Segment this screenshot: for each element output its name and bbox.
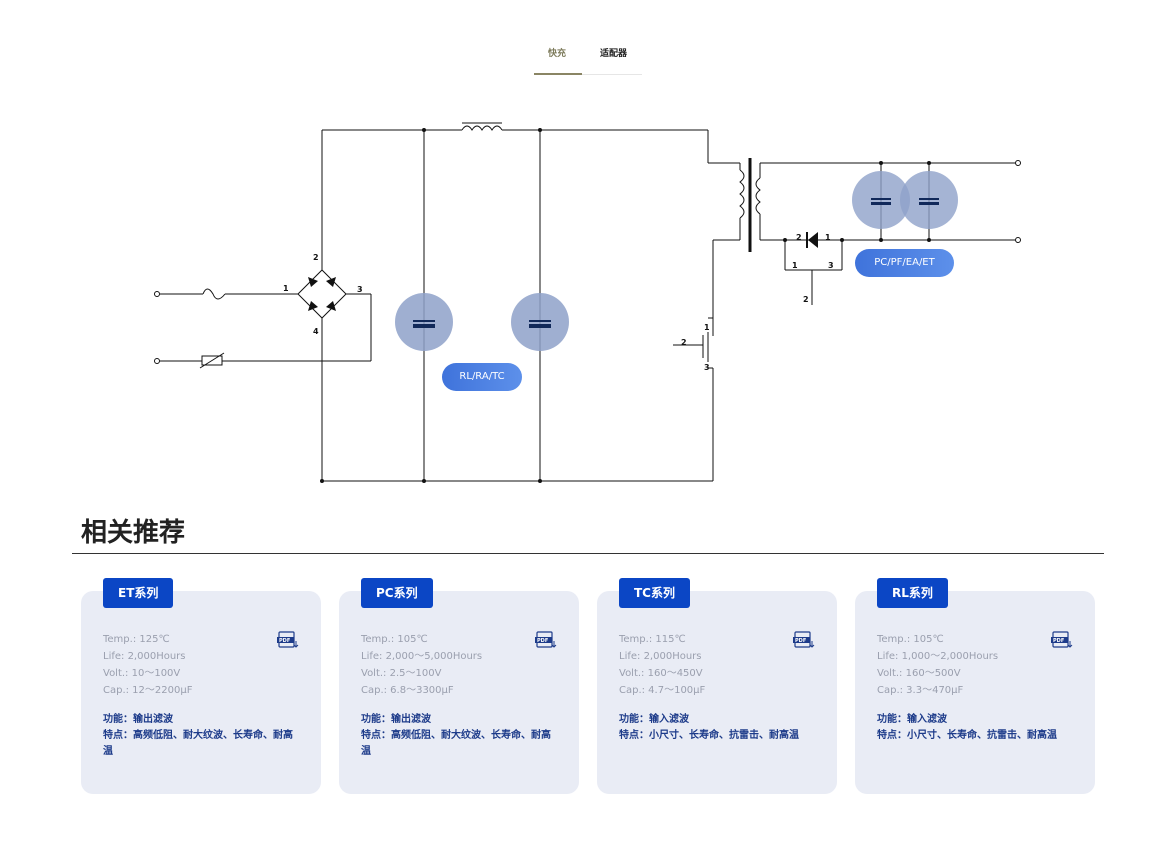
- pin-label-bridge-1: 1: [283, 284, 289, 293]
- pin-label-mos-3: 3: [704, 363, 710, 372]
- output-capacitor-highlight-2[interactable]: [900, 171, 958, 229]
- card-features: 特点：高频低阻、耐大纹波、长寿命、耐高温: [103, 730, 293, 757]
- tab-adapter[interactable]: 适配器: [600, 49, 628, 59]
- card-specs: Temp.: 105℃ Life: 1,000～2,000Hours Volt.…: [877, 631, 998, 699]
- spec-temp: Temp.: 115℃: [619, 634, 686, 645]
- card-description: 功能：输出滤波 特点：高频低阻、耐大纹波、长寿命、耐高温: [361, 712, 557, 760]
- card-function: 功能：输出滤波: [103, 714, 173, 725]
- spec-volt: Volt.: 160～450V: [619, 668, 703, 679]
- pdf-icon[interactable]: PDF: [535, 631, 557, 649]
- card-specs: Temp.: 105℃ Life: 2,000～5,000Hours Volt.…: [361, 631, 482, 699]
- product-card-et[interactable]: ET系列 Temp.: 125℃ Life: 2,000Hours Volt.:…: [81, 578, 321, 794]
- spec-cap: Cap.: 3.3～470μF: [877, 685, 964, 696]
- input-capacitor-highlight-2[interactable]: [511, 293, 569, 351]
- pdf-icon[interactable]: PDF: [277, 631, 299, 649]
- spec-cap: Cap.: 6.8～3300μF: [361, 685, 454, 696]
- pin-label-bridge-2: 2: [313, 253, 319, 262]
- svg-text:PDF: PDF: [1053, 638, 1064, 644]
- card-description: 功能：输出滤波 特点：高频低阻、耐大纹波、长寿命、耐高温: [103, 712, 299, 760]
- card-specs: Temp.: 125℃ Life: 2,000Hours Volt.: 10～1…: [103, 631, 192, 699]
- spec-temp: Temp.: 125℃: [103, 634, 170, 645]
- card-function: 功能：输入滤波: [877, 714, 947, 725]
- spec-life: Life: 1,000～2,000Hours: [877, 651, 999, 662]
- card-tag[interactable]: ET系列: [103, 578, 174, 608]
- output-capacitor-highlight-1[interactable]: [852, 171, 910, 229]
- card-description: 功能：输入滤波 特点：小尺寸、长寿命、抗雷击、耐高温: [877, 712, 1073, 744]
- spec-life: Life: 2,000Hours: [619, 651, 702, 662]
- tab-bar: 快充 适配器: [534, 38, 642, 75]
- pin-label-bridge-3: 3: [357, 285, 363, 294]
- spec-life: Life: 2,000～5,000Hours: [361, 651, 483, 662]
- card-function: 功能：输出滤波: [361, 714, 431, 725]
- pdf-icon[interactable]: PDF: [793, 631, 815, 649]
- pin-label-diode-2: 2: [796, 233, 802, 242]
- card-tag[interactable]: TC系列: [619, 578, 690, 608]
- spec-life: Life: 2,000Hours: [103, 651, 186, 662]
- section-title: 相关推荐: [81, 518, 186, 548]
- spec-volt: Volt.: 160～500V: [877, 668, 961, 679]
- output-capacitor-series-badge[interactable]: PC/PF/EA/ET: [855, 249, 954, 277]
- active-tab-indicator: [534, 73, 582, 75]
- pin-label-diode-1: 1: [825, 233, 831, 242]
- input-capacitor-series-badge[interactable]: RL/RA/TC: [442, 363, 522, 391]
- spec-cap: Cap.: 12～2200μF: [103, 685, 193, 696]
- product-card-rl[interactable]: RL系列 Temp.: 105℃ Life: 1,000～2,000Hours …: [855, 578, 1095, 794]
- svg-text:PDF: PDF: [795, 638, 806, 644]
- card-specs: Temp.: 115℃ Life: 2,000Hours Volt.: 160～…: [619, 631, 705, 699]
- product-card-pc[interactable]: PC系列 Temp.: 105℃ Life: 2,000～5,000Hours …: [339, 578, 579, 794]
- svg-text:PDF: PDF: [537, 638, 548, 644]
- pin-label-sr-1: 1: [792, 261, 798, 270]
- input-capacitor-highlight-1[interactable]: [395, 293, 453, 351]
- spec-volt: Volt.: 2.5～100V: [361, 668, 442, 679]
- section-divider: [72, 553, 1104, 554]
- card-tag[interactable]: PC系列: [361, 578, 433, 608]
- spec-volt: Volt.: 10～100V: [103, 668, 181, 679]
- pin-label-sr-3: 3: [828, 261, 834, 270]
- card-function: 功能：输入滤波: [619, 714, 689, 725]
- card-features: 特点：高频低阻、耐大纹波、长寿命、耐高温: [361, 730, 551, 757]
- pin-label-sr-2: 2: [803, 295, 809, 304]
- pin-label-bridge-4: 4: [313, 327, 319, 336]
- spec-temp: Temp.: 105℃: [361, 634, 428, 645]
- svg-text:PDF: PDF: [279, 638, 290, 644]
- card-tag[interactable]: RL系列: [877, 578, 948, 608]
- pin-label-mos-1: 1: [704, 323, 710, 332]
- product-card-tc[interactable]: TC系列 Temp.: 115℃ Life: 2,000Hours Volt.:…: [597, 578, 837, 794]
- card-features: 特点：小尺寸、长寿命、抗雷击、耐高温: [619, 730, 799, 741]
- spec-temp: Temp.: 105℃: [877, 634, 944, 645]
- spec-cap: Cap.: 4.7～100μF: [619, 685, 706, 696]
- card-description: 功能：输入滤波 特点：小尺寸、长寿命、抗雷击、耐高温: [619, 712, 815, 744]
- tab-fast-charge[interactable]: 快充: [548, 49, 567, 59]
- circuit-diagram: 1 2 3 4 1 2 3 2 1 1 3 2: [154, 122, 1021, 483]
- pin-label-mos-2: 2: [681, 338, 687, 347]
- pdf-icon[interactable]: PDF: [1051, 631, 1073, 649]
- card-features: 特点：小尺寸、长寿命、抗雷击、耐高温: [877, 730, 1057, 741]
